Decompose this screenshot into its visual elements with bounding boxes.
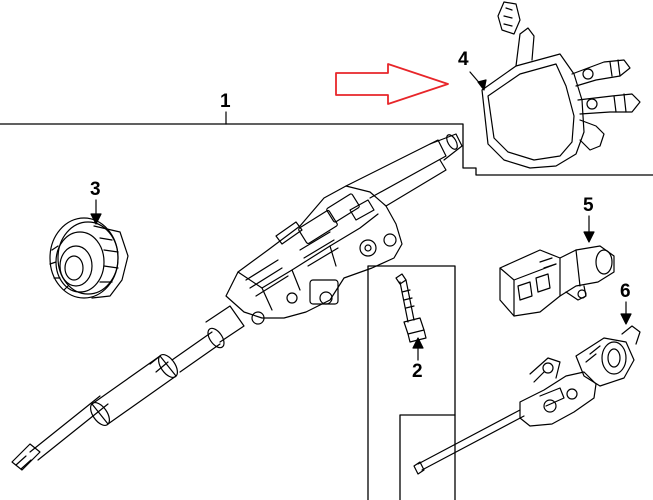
column-cover: [481, 1, 641, 169]
group-6-frame: [399, 414, 456, 500]
bushing: [49, 217, 129, 299]
bolt: [395, 273, 427, 343]
group-2-frame: [367, 265, 456, 500]
assembly-1-frame-right: [225, 123, 653, 176]
callout-5: 5: [583, 195, 594, 216]
leader-6: [620, 301, 632, 325]
leader-4: [469, 71, 487, 91]
leader-5: [583, 215, 595, 243]
callout-4: 4: [458, 49, 469, 70]
callout-3: 3: [90, 179, 101, 200]
red-outline-arrow-icon: [335, 63, 449, 105]
steering-column: [11, 133, 463, 471]
shift-sensor: [413, 325, 641, 475]
callout-6: 6: [620, 281, 631, 302]
leader-2: [412, 337, 424, 361]
lock-actuator: [499, 245, 615, 317]
callout-2: 2: [412, 361, 423, 382]
callout-1: 1: [220, 91, 231, 112]
